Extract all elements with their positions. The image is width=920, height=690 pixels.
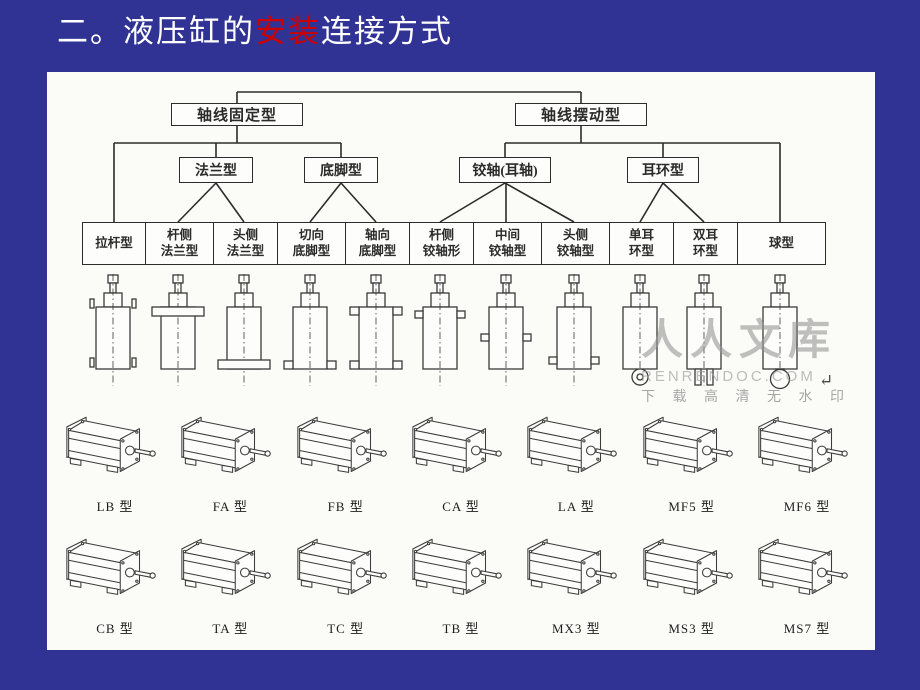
cylinder-figure: TB 型 (407, 534, 515, 637)
cylinder-model-label: FA 型 (212, 499, 248, 514)
schematic-middle-trunnion-drawing (480, 274, 532, 387)
cylinder-3d-drawing (758, 538, 848, 595)
cylinder-3d-drawing (181, 538, 272, 595)
tree-leaf-tie-rod: 拉杆型 (95, 235, 133, 250)
cylinder-3d-drawing (181, 416, 272, 473)
tree-node-eye: 耳环型 (627, 157, 699, 183)
tree-node-flange: 法兰型 (179, 157, 253, 183)
tree-leaf-rod-side-trunnion: 杆侧铰轴形 (409, 223, 473, 264)
cylinder-3d-drawing (527, 538, 618, 595)
cylinder-model-label: CA 型 (442, 499, 480, 514)
cylinder-figure: MS3 型 (638, 534, 746, 637)
cylinder-3d-drawing (412, 416, 502, 473)
schematic-rod-side-trunnion-drawing (414, 274, 466, 387)
cylinder-3d-drawing (66, 416, 156, 473)
tree-leaf-head-side-trunnion: 头侧铰轴型 (541, 223, 609, 264)
cylinder-figure: TC 型 (292, 534, 400, 637)
cylinder-figure: CB 型 (61, 534, 169, 637)
schematic-ball-drawing (762, 274, 798, 390)
cylinder-model-label: FB 型 (327, 499, 364, 514)
cylinder-figure: LB 型 (61, 412, 169, 515)
watermark: 人人文库 RENRENDOC.COM 下 载 高 清 无 水 印 (641, 306, 851, 406)
watermark-brand: 人人文库 (641, 318, 838, 364)
cylinder-figure: LA 型 (522, 412, 630, 515)
cylinder-3d-drawing (66, 538, 156, 595)
cylinder-model-label: MS7 型 (783, 621, 831, 636)
tree-leaf-axial-foot: 轴向底脚型 (345, 223, 409, 264)
cylinder-model-label: CB 型 (96, 621, 134, 636)
cylinder-model-label: MX3 型 (551, 621, 601, 636)
cylinder-figure: MF5 型 (638, 412, 746, 515)
slide-title: 二。液压缸的安装连接方式 (57, 6, 453, 51)
cylinder-figure: FB 型 (292, 412, 400, 515)
schematic-tie-rod-drawing (89, 274, 137, 387)
schematic-head-side-flange-drawing (217, 274, 271, 387)
cylinder-figure: FA 型 (176, 412, 284, 515)
schematic-axial-foot-drawing (349, 274, 403, 387)
tree-connectors (113, 91, 781, 223)
tree-node-axis-fixed: 轴线固定型 (171, 103, 303, 126)
tree-leaf-rod-side-flange: 杆侧法兰型 (145, 223, 213, 264)
tree-leaf-head-side-flange: 头侧法兰型 (213, 223, 277, 264)
cylinder-figure: MF6 型 (753, 412, 861, 515)
tree-leaf-middle-trunnion: 中间铰轴型 (473, 223, 541, 264)
cylinder-model-label: MF6 型 (783, 499, 831, 514)
tree-node-foot: 底脚型 (304, 157, 378, 183)
cylinder-3d-drawing (297, 538, 387, 595)
cylinder-model-label: LB 型 (96, 499, 134, 514)
title-highlight: 安装 (255, 14, 321, 49)
schematic-single-eye-drawing (622, 274, 658, 387)
tree-leaf-tangential-foot: 切向底脚型 (277, 223, 345, 264)
schematic-head-side-trunnion-drawing (548, 274, 600, 387)
tree-leaf-single-eye: 单耳环型 (609, 223, 673, 264)
gallery-row-1: LB 型 FA 型 FB 型 CA 型 LA 型 MF5 型 MF6 型 (61, 412, 861, 515)
schematic-tangential-foot-drawing (283, 274, 337, 387)
return-arrow-icon: ↵ (819, 371, 834, 390)
cylinder-3d-drawing (297, 416, 387, 473)
tree-leaf-double-eye: 双耳环型 (673, 223, 737, 264)
schematic-rod-side-flange-drawing (151, 274, 205, 387)
cylinder-3d-drawing (412, 538, 502, 595)
cylinder-figure: CA 型 (407, 412, 515, 515)
schematic-double-eye-drawing (686, 274, 722, 387)
cylinder-3d-drawing (642, 538, 733, 595)
cylinder-model-label: TC 型 (327, 621, 365, 636)
cylinder-model-label: MF5 型 (668, 499, 715, 514)
cylinder-model-label: TB 型 (442, 621, 480, 636)
cylinder-model-label: MS3 型 (668, 621, 715, 636)
tree-leaf-ball: 球型 (737, 223, 825, 264)
title-prefix: 二。液压缸的 (57, 14, 255, 49)
cylinder-3d-drawing (758, 416, 848, 473)
gallery-row-2: CB 型 TA 型 TC 型 TB 型 MX3 型 MS3 型 MS7 型 (61, 534, 861, 637)
cylinder-3d-drawing (642, 416, 733, 473)
tree-leaf-row: 拉杆型 杆侧法兰型 头侧法兰型 切向底脚型 轴向底脚型 杆侧铰轴形 中间铰轴型 … (82, 222, 826, 265)
cylinder-3d-drawing (527, 416, 618, 473)
cylinder-model-label: LA 型 (557, 499, 595, 514)
cylinder-figure: MS7 型 (753, 534, 861, 637)
content-panel: 轴线固定型 轴线摆动型 法兰型 底脚型 铰轴(耳轴) 耳环型 拉杆型 杆侧法兰型… (47, 72, 875, 650)
title-suffix: 连接方式 (321, 14, 453, 49)
tree-node-trunnion: 铰轴(耳轴) (459, 157, 551, 183)
cylinder-model-label: TA 型 (212, 621, 249, 636)
cylinder-figure: TA 型 (176, 534, 284, 637)
tree-node-axis-swing: 轴线摆动型 (515, 103, 647, 126)
cylinder-figure: MX3 型 (522, 534, 630, 637)
